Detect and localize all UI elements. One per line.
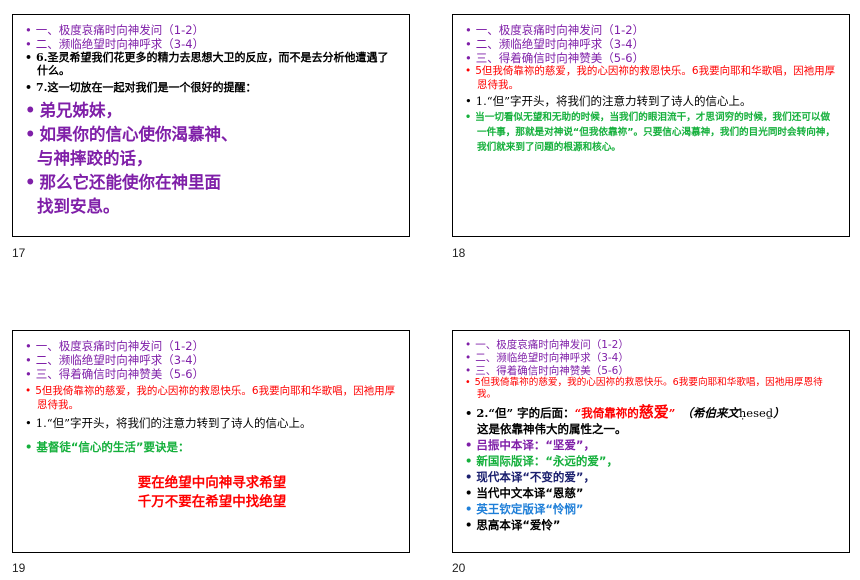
slide-17-line-3: •6.圣灵希望我们花更多的精力去思想大卫的反应，而不是去分析他遭遇了什么。 [25,51,389,78]
slide-20-attribute: 这是依靠神伟大的属性之一。 [477,421,627,436]
slide-19[interactable]: •一、极度哀痛时向神发问（1-2） •二、濒临绝望时向神呼求（3-4） •三、得… [12,330,410,553]
slide-number-20: 20 [452,561,466,575]
slide-19-red-line-2: 千万不要在希望中找绝望 [137,494,287,511]
slide-17-line-2: •二、濒临绝望时向神呼求（3-4） [25,37,205,52]
slide-17-big-1: •弟兄姊妹， [25,101,123,121]
slide-19-green-text: •基督徒“信心的生活”要诀是： [25,440,190,455]
slide-20-translation-4: •当代中文本译“恩慈” [465,485,584,500]
slide-18-line-3: •三、得着确信时向神赞美（5-6） [465,51,645,66]
slide-20-translation-3: •现代本译“不变的爱”， [465,469,595,484]
slide-19-red-line-1: 要在绝望中向神寻求希望 [137,475,287,492]
slide-20-line-2: •二、濒临绝望时向神呼求（3-4） [465,351,629,364]
slide-18-line-2: •二、濒临绝望时向神呼求（3-4） [465,37,645,52]
slide-20[interactable]: •一、极度哀痛时向神发问（1-2） •二、濒临绝望时向神呼求（3-4） •三、得… [452,330,850,553]
slide-18-line-1: •一、极度哀痛时向神发问（1-2） [465,23,645,37]
slide-19-line-1: •一、极度哀痛时向神发问（1-2） [25,339,205,353]
slide-20-keyword: 慈爱 [638,403,669,422]
slide-number-17: 17 [12,246,26,260]
slide-20-line-3: •三、得着确信时向神赞美（5-6） [465,364,629,377]
slide-17-big-3: 与神摔跤的话， [37,149,153,169]
slide-18[interactable]: •一、极度哀痛时向神发问（1-2） •二、濒临绝望时向神呼求（3-4） •三、得… [452,14,850,237]
slide-18-point-1: •1.“但”字开头，将我们的注意力转到了诗人的信心上。 [465,94,752,109]
slide-20-point-2: •2.“但” 字的后面：“我倚靠祢的慈爱”（希伯来文ḥeseḏ） [465,403,785,422]
slide-17-line-4: •7.这一切放在一起对我们是一个很好的提醒： [25,80,257,94]
slide-20-line-1: •一、极度哀痛时向神发问（1-2） [465,339,629,351]
slide-20-translation-5: •英王钦定版译“怜悯” [465,501,584,516]
slide-number-18: 18 [452,246,466,260]
slide-19-verse: •5但我倚靠祢的慈爱，我的心因祢的救恩快乐。6我要向耶和华歌唱，因祂用厚恩待我。 [25,385,396,411]
slide-17-big-4: •那么它还能使你在神里面 [25,173,222,193]
slide-number-19: 19 [12,561,26,575]
slide-20-translation-6: •思高本译“爱怜” [465,517,561,532]
slide-17-line-1: •一、极度哀痛时向神发问（1-2） [25,23,205,37]
slide-17-big-5: 找到安息。 [37,196,120,216]
slide-19-line-3: •三、得着确信时向神赞美（5-6） [25,367,205,382]
slide-17-big-2: •如果你的信心使你渴慕神、 [25,125,238,145]
slide-20-translation-1: •吕振中本译：“坚爱”， [465,437,595,452]
slide-20-translation-2: •新国际版译：“永远的爱”， [465,453,618,468]
slide-18-verse: •5但我倚靠祢的慈爱，我的心因祢的救恩快乐。6我要向耶和华歌唱，因祂用厚恩待我。 [465,65,836,91]
slide-17[interactable]: •一、极度哀痛时向神发问（1-2） •二、濒临绝望时向神呼求（3-4） •6.圣… [12,14,410,237]
slide-18-green-text: •当一切看似无望和无助的时候，当我们的眼泪流干，才思词穷的时候，我们还可以做一件… [465,112,835,154]
slide-19-point-1: •1.“但”字开头，将我们的注意力转到了诗人的信心上。 [25,416,312,431]
slide-20-verse: •5但我倚靠祢的慈爱，我的心因祢的救恩快乐。6我要向耶和华歌唱，因祂用厚恩待我。 [465,377,823,401]
slide-19-line-2: •二、濒临绝望时向神呼求（3-4） [25,353,205,368]
